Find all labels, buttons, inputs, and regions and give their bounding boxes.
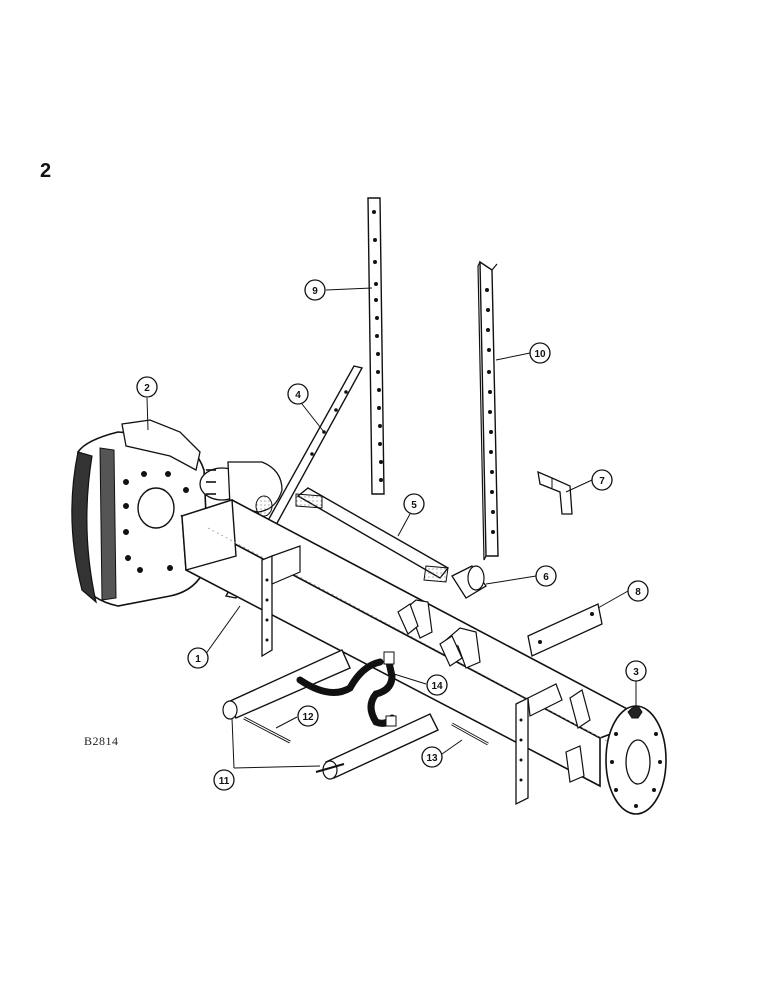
callout-label-4: 4 [295, 390, 301, 401]
callout-3: 3 [625, 660, 647, 682]
callout-4: 4 [287, 383, 309, 405]
drive-shaft [295, 487, 450, 583]
callout-11: 11 [213, 769, 235, 791]
callout-8: 8 [627, 580, 649, 602]
leader-lines [146, 287, 637, 769]
hydraulic-hoses [296, 651, 397, 727]
callout-label-7: 7 [599, 476, 605, 487]
page-number: 2 [40, 160, 52, 182]
callout-2: 2 [136, 376, 158, 398]
diagram-code: B2814 [84, 734, 119, 748]
vertical-angle-strap-right [477, 260, 499, 561]
gearbox-housing [71, 419, 283, 607]
callout-10: 10 [529, 342, 551, 364]
callout-label-3: 3 [633, 667, 639, 678]
callout-12: 12 [297, 705, 319, 727]
callouts: 9 10 2 4 5 7 6 8 1 3 14 12 13 11 [136, 279, 649, 791]
callout-5: 5 [403, 493, 425, 515]
pin-short [243, 716, 291, 744]
callout-label-1: 1 [195, 654, 201, 665]
callout-label-9: 9 [312, 286, 318, 297]
callout-label-8: 8 [635, 587, 641, 598]
callout-14: 14 [426, 674, 448, 696]
callout-6: 6 [535, 565, 557, 587]
callout-7: 7 [591, 469, 613, 491]
main-beam [179, 499, 667, 815]
callout-label-14: 14 [431, 681, 443, 692]
callout-label-11: 11 [219, 776, 230, 787]
hydraulic-cylinders [222, 649, 439, 780]
callout-label-5: 5 [411, 500, 417, 511]
clevis-forks [397, 599, 481, 669]
callout-label-13: 13 [426, 753, 438, 764]
callout-label-12: 12 [302, 712, 314, 723]
flat-plate [527, 603, 603, 657]
hex-nut [627, 705, 643, 719]
callout-1: 1 [187, 647, 209, 669]
callout-label-2: 2 [144, 383, 150, 394]
callout-label-10: 10 [534, 349, 546, 360]
callout-13: 13 [421, 746, 443, 768]
pin-long [451, 722, 489, 746]
callout-label-6: 6 [543, 572, 549, 583]
callout-9: 9 [304, 279, 326, 301]
angle-bracket [537, 470, 573, 515]
vertical-strap-left [367, 197, 385, 495]
bushing-sleeve [451, 565, 487, 599]
